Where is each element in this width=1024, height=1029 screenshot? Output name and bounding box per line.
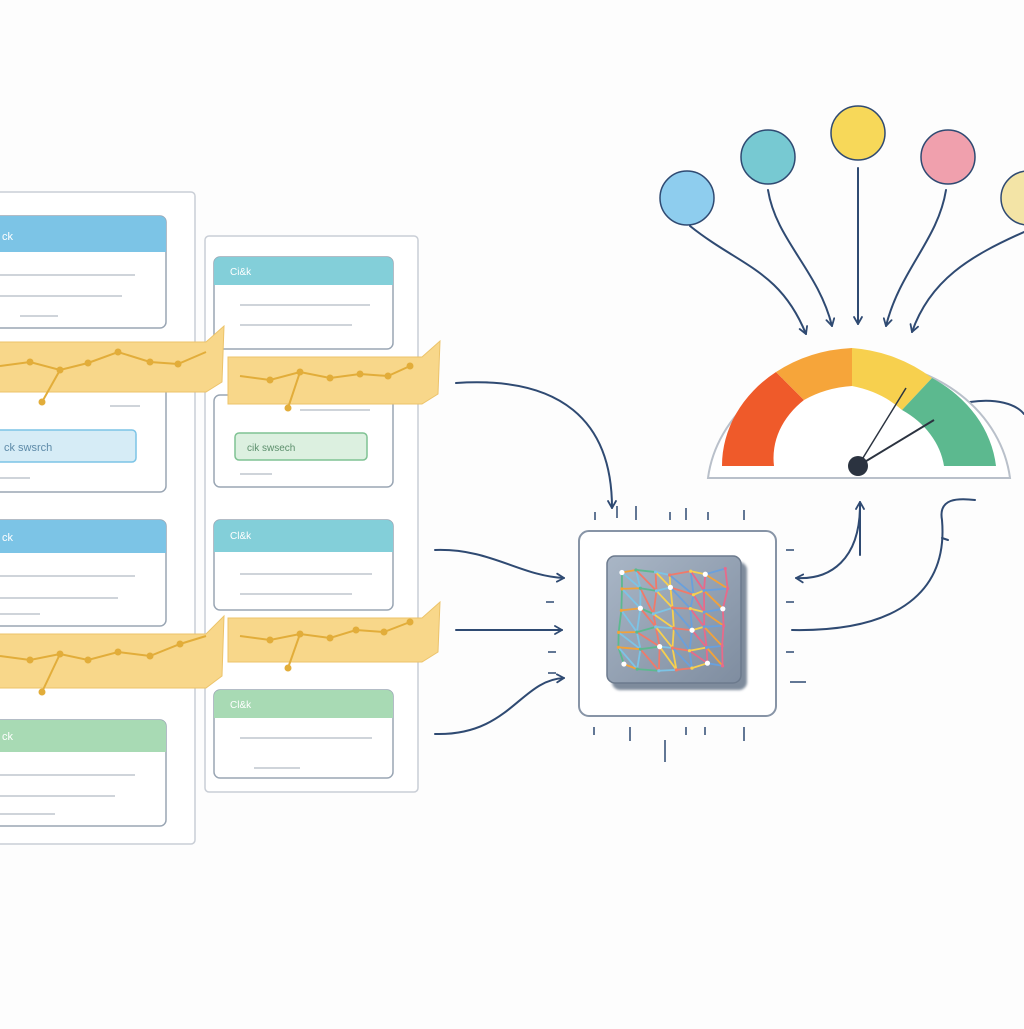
mesh-node <box>703 572 708 577</box>
left-card-1-header <box>0 216 166 252</box>
left-search-button-label: ck swsrch <box>4 442 52 454</box>
processor-node <box>546 506 806 762</box>
mesh-node <box>720 606 725 611</box>
mesh-node <box>726 587 729 590</box>
mesh-node <box>657 644 662 649</box>
bubble-pink <box>921 130 975 184</box>
middle-card-1: Ci&k <box>214 257 393 349</box>
bubble-light-yellow <box>1001 171 1024 225</box>
mesh-node <box>692 593 695 596</box>
mesh-node <box>689 628 694 633</box>
mesh-link <box>673 608 674 628</box>
left-card-4: ck <box>0 720 166 826</box>
mesh-node <box>634 568 637 571</box>
mesh-link <box>704 626 724 627</box>
left-card-4-header-text: ck <box>2 731 14 743</box>
bubble-teal <box>741 130 795 184</box>
mesh-node <box>688 649 691 652</box>
mesh-link <box>656 572 657 591</box>
arrow-processor-to-gauge <box>792 499 975 630</box>
middle-card-2: cik swsech <box>214 395 393 487</box>
performance-gauge <box>708 348 1010 478</box>
mesh-node <box>721 664 724 667</box>
mesh-node <box>702 589 705 592</box>
arrow-ribbon-to-processor <box>456 382 612 508</box>
bubble-blue <box>660 171 714 225</box>
mesh-node <box>721 644 724 647</box>
mesh-node <box>672 627 675 630</box>
mesh-node <box>705 661 710 666</box>
middle-card-3: Cl&k <box>214 520 393 610</box>
left-card-1-header-text: ck <box>2 231 14 243</box>
mesh-node <box>636 668 639 671</box>
mesh-node <box>702 625 705 628</box>
mesh-node <box>724 567 727 570</box>
mesh-link <box>659 670 677 671</box>
mesh-node <box>639 648 642 651</box>
middle-card-4: Cl&k <box>214 690 393 778</box>
left-card-1: ck <box>0 216 166 328</box>
middle-card-3-header-text: Cl&k <box>230 531 252 542</box>
mesh-node <box>652 612 655 615</box>
arrow-card-to-processor <box>435 550 564 578</box>
mesh-node <box>657 669 660 672</box>
mesh-node <box>620 609 623 612</box>
mesh-node <box>617 646 620 649</box>
mesh-node <box>617 631 620 634</box>
mesh-node <box>639 587 642 590</box>
mesh-node <box>675 668 678 671</box>
mesh-link <box>673 608 691 609</box>
mesh-node <box>655 589 658 592</box>
mesh-node <box>671 646 674 649</box>
left-card-4-header <box>0 720 166 752</box>
left-document-panel: ck ck swsrch ck ck <box>0 192 195 844</box>
arrow-bubble-pink <box>886 190 946 326</box>
arrow-bubble-light <box>912 232 1024 332</box>
mesh-link <box>622 588 640 589</box>
mesh-link <box>621 589 622 611</box>
mesh-node <box>654 570 657 573</box>
arrow-card-to-processor-3 <box>435 678 564 734</box>
mesh-node <box>621 661 626 666</box>
mesh-node <box>668 585 673 590</box>
mesh-link <box>659 647 660 671</box>
left-card-3: ck <box>0 520 166 626</box>
middle-card-4-header-text: Cl&k <box>230 700 252 711</box>
gauge-pivot <box>848 456 868 476</box>
bubble-yellow <box>831 106 885 160</box>
mesh-node <box>689 570 692 573</box>
mesh-node <box>703 611 706 614</box>
mesh-node <box>671 606 674 609</box>
mesh-node <box>722 624 725 627</box>
middle-search-button-label: cik swsech <box>247 443 295 454</box>
middle-card-1-header-text: Ci&k <box>230 267 252 278</box>
left-card-3-header-text: ck <box>2 532 14 544</box>
arrow-gauge-to-processor <box>796 505 860 578</box>
mesh-node <box>635 630 638 633</box>
middle-document-panel: Ci&k cik swsech Cl&k Cl&k <box>205 236 418 792</box>
mesh-node <box>689 607 692 610</box>
mesh-node <box>690 667 693 670</box>
left-card-3-header <box>0 520 166 553</box>
mesh-node <box>619 570 624 575</box>
arrow-bubble-teal <box>768 190 832 326</box>
mesh-node <box>638 606 643 611</box>
input-bubbles <box>660 106 1024 225</box>
mesh-node <box>668 573 671 576</box>
mesh-node <box>705 646 708 649</box>
left-card-2: ck swsrch <box>0 380 166 492</box>
mesh-node <box>654 625 657 628</box>
mesh-node <box>620 587 623 590</box>
